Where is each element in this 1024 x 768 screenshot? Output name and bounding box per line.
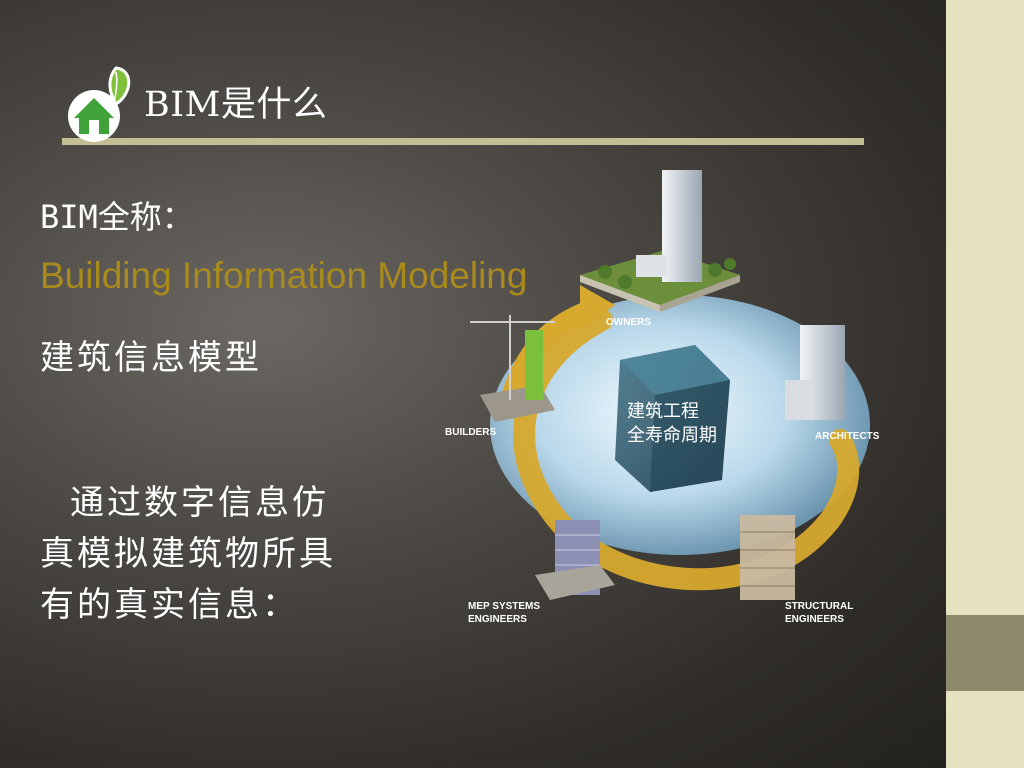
builders-label: BUILDERS bbox=[445, 427, 497, 438]
center-text-line: 全寿命周期 bbox=[627, 425, 717, 447]
bim-full-name-label: BIM全称： bbox=[40, 198, 194, 236]
chinese-full-name: 建筑信息模型 bbox=[40, 338, 262, 378]
side-decoration-band bbox=[946, 615, 1024, 691]
english-full-name: Building Information Modeling bbox=[40, 255, 528, 296]
owners-label: OWNERS bbox=[606, 317, 651, 328]
slide-title: BIM是什么 bbox=[144, 85, 328, 125]
title-rule bbox=[62, 138, 864, 145]
mep-engineers-label: MEP SYSTEMS ENGINEERS bbox=[468, 600, 540, 626]
center-text-line: 建筑工程 bbox=[627, 401, 699, 422]
description-paragraph: 通过数字信息仿 真模拟建筑物所具 有的真实信息： bbox=[40, 478, 380, 631]
structural-engineers-label: STRUCTURAL ENGINEERS bbox=[785, 600, 853, 626]
bim-lifecycle-diagram bbox=[470, 170, 870, 600]
owners-tower bbox=[662, 170, 702, 282]
structural-building bbox=[740, 515, 795, 600]
lifecycle-center-text: 建筑工程 全寿命周期 bbox=[627, 400, 717, 449]
description-line: 有的真实信息： bbox=[40, 585, 299, 625]
label-line: MEP SYSTEMS bbox=[468, 601, 541, 612]
label-line: ENGINEERS bbox=[785, 614, 844, 625]
label-line: STRUCTURAL bbox=[785, 601, 854, 612]
description-line: 通过数字信息仿 bbox=[70, 483, 329, 523]
lifecycle-arrow-head bbox=[580, 285, 615, 330]
description-line: 真模拟建筑物所具 bbox=[40, 534, 336, 574]
house-leaf-logo-icon bbox=[68, 66, 131, 142]
slide: BIM是什么 BIM全称： Building Information Model… bbox=[0, 0, 946, 768]
label-line: ENGINEERS bbox=[468, 614, 527, 625]
architects-label: ARCHITECTS bbox=[815, 431, 880, 442]
